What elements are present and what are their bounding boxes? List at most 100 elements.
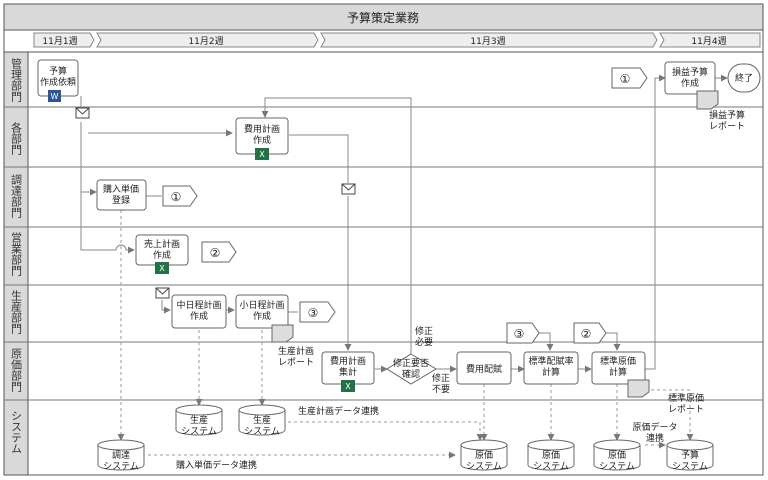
week-3-arrow bbox=[320, 32, 658, 48]
svg-text:原価: 原価 bbox=[608, 449, 626, 461]
edge-label-price-link: 購入単価データ連携 bbox=[176, 459, 257, 471]
svg-text:予算: 予算 bbox=[49, 65, 67, 77]
svg-text:②: ② bbox=[210, 246, 221, 260]
decision-revision-check[interactable]: 修正要否 確認 bbox=[386, 353, 437, 385]
svg-text:売上計画: 売上計画 bbox=[144, 238, 180, 250]
svg-text:①: ① bbox=[620, 72, 631, 86]
svg-text:作成: 作成 bbox=[190, 310, 208, 322]
svg-text:集計: 集計 bbox=[339, 366, 357, 378]
connector-1-management: ① bbox=[611, 67, 648, 89]
svg-text:③: ③ bbox=[514, 327, 525, 341]
edge-label-cost-link-1: 原価データ bbox=[632, 421, 677, 433]
doc-std-cost-report bbox=[627, 379, 650, 398]
svg-text:費用計画: 費用計画 bbox=[244, 123, 280, 135]
edge-label-needs-fix-1: 修正 bbox=[415, 325, 433, 337]
svg-text:標準配賦率: 標準配賦率 bbox=[528, 355, 573, 367]
title-bar bbox=[3, 3, 764, 31]
svg-text:終了: 終了 bbox=[735, 72, 753, 84]
excel-icon bbox=[155, 262, 169, 274]
db-production-system-2: 生産 システム bbox=[238, 404, 286, 437]
week-timeline: 11月1週 11月2週 11月3週 11月4週 bbox=[33, 32, 761, 48]
lane-label-system: システム bbox=[10, 410, 23, 454]
excel-icon bbox=[255, 148, 269, 160]
node-cost-total[interactable]: 費用計画 集計 X bbox=[321, 351, 375, 392]
svg-text:③: ③ bbox=[308, 306, 319, 320]
svg-text:原価: 原価 bbox=[475, 449, 493, 461]
svg-text:計算: 計算 bbox=[609, 366, 627, 378]
svg-text:損益予算: 損益予算 bbox=[672, 66, 708, 78]
week-3-label: 11月3週 bbox=[470, 36, 505, 47]
lane-label-departments: 各部門 bbox=[10, 121, 23, 156]
node-cost-allocation[interactable]: 費用配賦 bbox=[456, 351, 512, 385]
node-end[interactable]: 終了 bbox=[727, 63, 761, 93]
diagram-frame bbox=[3, 3, 764, 476]
std-cost-report-label-2: レポート bbox=[668, 404, 704, 415]
node-std-cost[interactable]: 標準原価 計算 bbox=[591, 351, 646, 385]
db-production-system-1: 生産 システム bbox=[175, 404, 223, 437]
diagram-title: 予算策定業務 bbox=[347, 10, 419, 25]
svg-text:②: ② bbox=[581, 327, 592, 341]
connector-3-cost: ③ bbox=[506, 322, 540, 344]
svg-text:費用配賦: 費用配賦 bbox=[466, 363, 502, 375]
swimlanes: 管理部門 各部門 調達部門 営業部門 生産部門 原価部門 システム bbox=[3, 51, 763, 476]
svg-text:システム: システム bbox=[672, 461, 708, 472]
svg-text:登録: 登録 bbox=[112, 194, 130, 206]
db-cost-system-1: 原価 システム bbox=[460, 439, 508, 472]
node-purchase-price[interactable]: 購入単価 登録 bbox=[96, 179, 147, 211]
node-pl-budget[interactable]: 損益予算 作成 bbox=[664, 61, 716, 95]
envelope-icon bbox=[155, 287, 170, 299]
week-1-arrow bbox=[33, 32, 95, 48]
svg-text:システム: システム bbox=[466, 461, 502, 472]
edge-label-no-fix-1: 修正 bbox=[432, 372, 450, 384]
pl-report-label-2: レポート bbox=[709, 121, 745, 132]
svg-text:システム: システム bbox=[533, 461, 569, 472]
node-budget-request[interactable]: 予算 作成依頼 W bbox=[37, 59, 79, 102]
svg-text:小日程計画: 小日程計画 bbox=[239, 299, 284, 311]
lane-label-cost: 原価部門 bbox=[10, 348, 23, 393]
node-short-plan[interactable]: 小日程計画 作成 bbox=[235, 294, 289, 329]
doc-production-report bbox=[271, 324, 294, 343]
connector-3-production: ③ bbox=[299, 301, 336, 323]
svg-text:計算: 計算 bbox=[542, 366, 560, 378]
lane-label-management: 管理部門 bbox=[10, 57, 23, 103]
svg-text:作成: 作成 bbox=[253, 310, 271, 322]
week-4-arrow bbox=[659, 32, 761, 48]
svg-text:修正要否: 修正要否 bbox=[393, 357, 429, 369]
svg-text:X: X bbox=[345, 382, 351, 391]
prod-report-label-1: 生産計画 bbox=[278, 345, 314, 357]
svg-text:生産: 生産 bbox=[253, 414, 271, 426]
svg-text:①: ① bbox=[171, 190, 182, 204]
svg-text:作成: 作成 bbox=[153, 249, 171, 261]
envelope-icon bbox=[75, 107, 90, 119]
envelope-icon bbox=[341, 183, 356, 195]
db-procurement-system: 調達 システム bbox=[97, 439, 145, 472]
svg-text:生産: 生産 bbox=[190, 414, 208, 426]
edge-label-no-fix-2: 不要 bbox=[432, 384, 450, 395]
svg-text:システム: システム bbox=[103, 461, 139, 472]
node-sales-plan[interactable]: 売上計画 作成 X bbox=[135, 234, 189, 274]
week-2-label: 11月2週 bbox=[188, 36, 223, 47]
svg-text:費用計画: 費用計画 bbox=[330, 355, 366, 367]
node-std-rate[interactable]: 標準配賦率 計算 bbox=[523, 351, 579, 385]
lane-label-sales: 営業部門 bbox=[10, 231, 23, 277]
lane-label-procurement: 調達部門 bbox=[10, 173, 23, 219]
std-cost-report-label-1: 標準原価 bbox=[668, 392, 704, 404]
svg-text:システム: システム bbox=[181, 426, 217, 437]
connector-2-sales: ② bbox=[201, 241, 237, 263]
connector-2-cost: ② bbox=[573, 322, 607, 344]
svg-text:予算: 予算 bbox=[681, 449, 699, 461]
node-cost-plan[interactable]: 費用計画 作成 X bbox=[235, 117, 289, 160]
word-icon bbox=[48, 90, 61, 102]
edge-label-cost-link-2: 連携 bbox=[646, 432, 664, 444]
svg-text:X: X bbox=[159, 264, 165, 273]
db-cost-system-3: 原価 システム bbox=[593, 439, 641, 472]
svg-text:X: X bbox=[259, 150, 265, 159]
svg-text:標準原価: 標準原価 bbox=[600, 355, 636, 367]
node-mid-plan[interactable]: 中日程計画 作成 bbox=[171, 294, 227, 329]
pl-report-label-1: 損益予算 bbox=[709, 109, 745, 121]
svg-text:作成: 作成 bbox=[681, 77, 699, 89]
svg-text:作成依頼: 作成依頼 bbox=[40, 76, 76, 88]
svg-text:調達: 調達 bbox=[112, 449, 130, 461]
svg-text:システム: システム bbox=[244, 426, 280, 437]
lane-label-production: 生産部門 bbox=[10, 289, 23, 335]
